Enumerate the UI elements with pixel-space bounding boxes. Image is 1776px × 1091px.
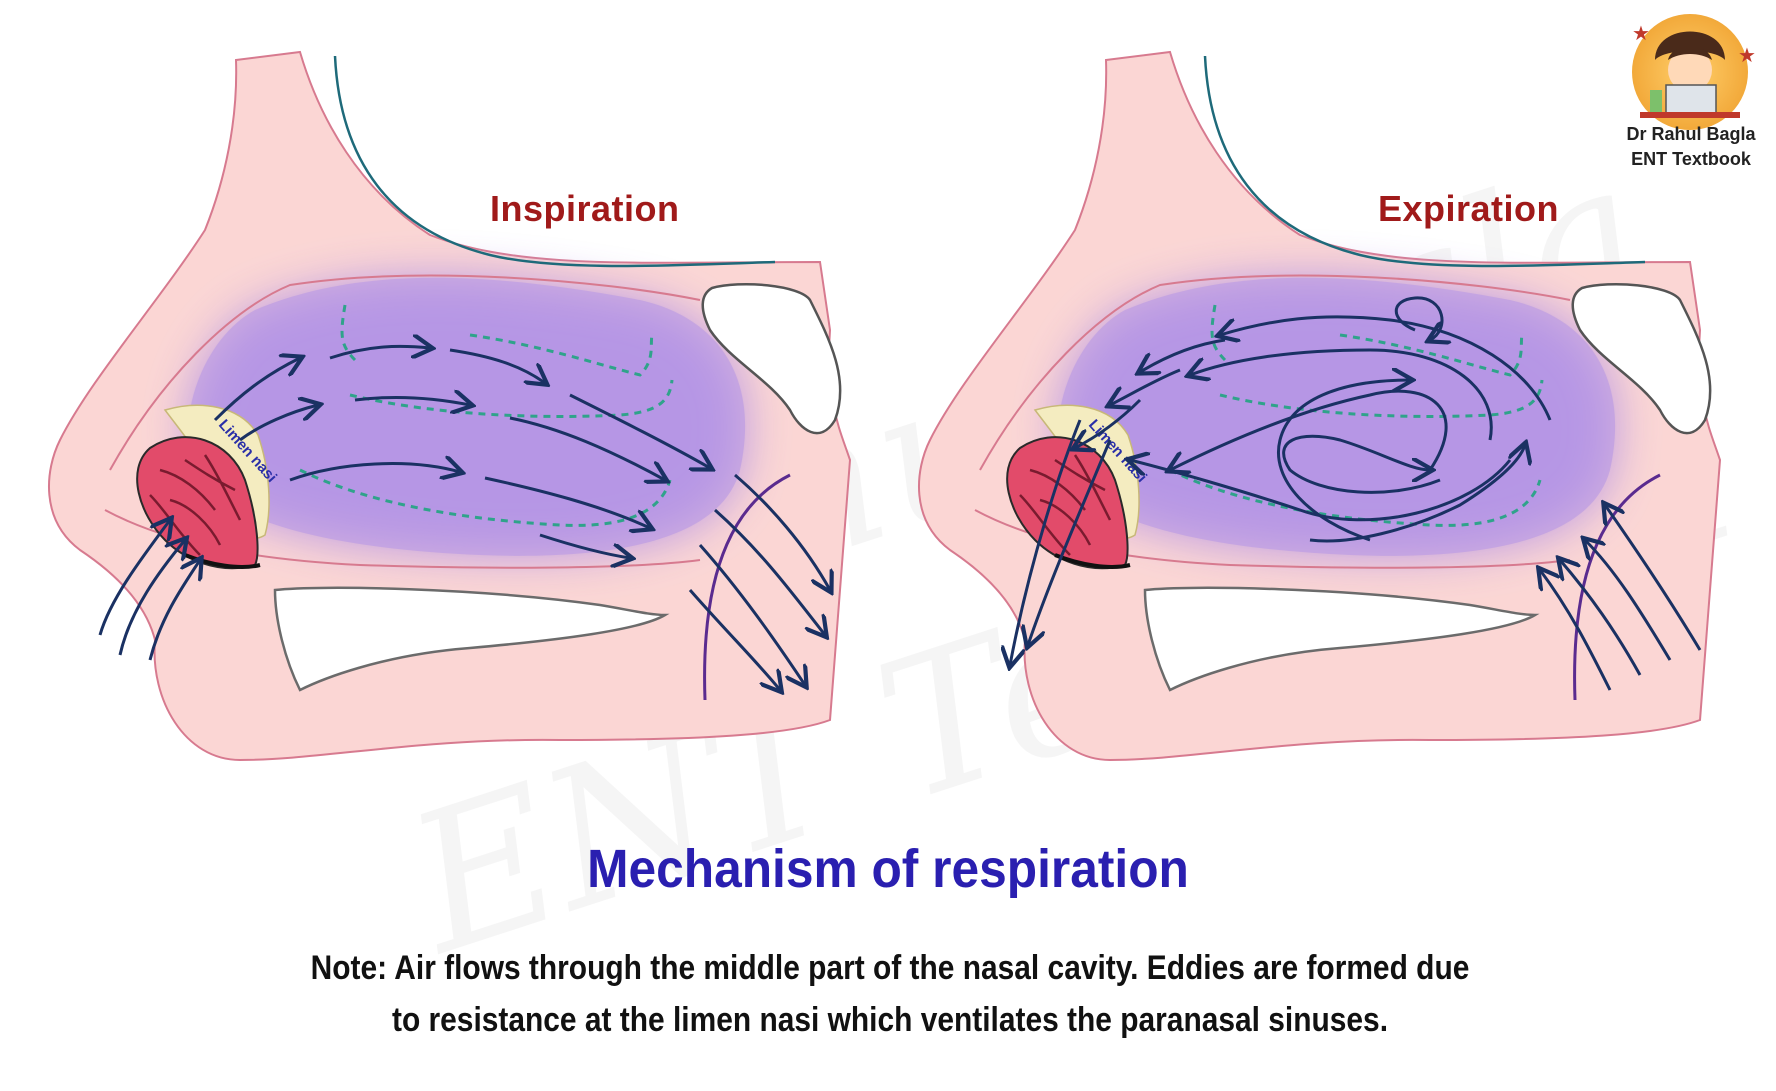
main-title: Mechanism of respiration	[587, 839, 1189, 899]
incoming-air-arrow	[1560, 560, 1642, 676]
note-text: Note: Air flows through the middle part …	[309, 942, 1471, 1046]
skull-line	[1203, 55, 1646, 268]
outgoing-air-arrow	[714, 508, 825, 635]
sphenoid-sinus	[701, 283, 842, 435]
incoming-air-arrow	[98, 520, 170, 636]
outgoing-air-arrow	[688, 589, 780, 690]
airflow-arrow	[354, 398, 470, 405]
outgoing-air-arrow	[1140, 338, 1226, 372]
outgoing-air-arrow	[1075, 398, 1142, 448]
incoming-air-arrow	[1605, 505, 1702, 651]
airflow-arrow	[569, 393, 710, 468]
outgoing-air-arrow	[698, 544, 805, 685]
airflow-arrow	[509, 416, 665, 480]
inspiration-title: Inspiration	[490, 188, 680, 229]
eddy-arrow	[1309, 445, 1525, 543]
airflow-arrow	[484, 476, 650, 528]
eddy-arrow	[1394, 296, 1442, 340]
incoming-air-arrow	[148, 560, 200, 661]
sphenoid-sinus	[1571, 283, 1712, 435]
expiration-title: Expiration	[1378, 188, 1560, 229]
svg-text:★: ★	[1632, 21, 1650, 45]
hard-palate	[1143, 586, 1540, 692]
brand-caption: Dr Rahul Bagla ENT Textbook	[1616, 122, 1766, 172]
airflow-arrow	[289, 464, 460, 482]
outgoing-air-arrow	[1110, 368, 1181, 405]
airflow-arrow	[449, 348, 545, 383]
airflow-arrow	[539, 533, 630, 558]
eddy-arrow	[1277, 380, 1410, 542]
skull-line	[333, 55, 776, 268]
outgoing-air-arrow	[1028, 439, 1112, 645]
airflow-arrow	[329, 346, 430, 358]
incoming-air-arrow	[1540, 570, 1612, 691]
outgoing-air-arrow	[734, 473, 830, 590]
airflow-arrow	[239, 405, 318, 442]
hard-palate	[273, 586, 670, 692]
incoming-air-arrow	[1585, 540, 1672, 661]
eddy-arrow	[1282, 434, 1441, 494]
brand-logo: ★ ★	[1632, 14, 1756, 130]
svg-text:★: ★	[1738, 43, 1756, 67]
inspiration-arrows	[98, 346, 830, 690]
expiration-panel: Limen nasi	[917, 50, 1722, 762]
eddy-arrow	[1130, 460, 1512, 522]
note-line-1: Note: Air flows through the middle part …	[310, 949, 1470, 987]
incoming-air-arrow	[118, 540, 185, 656]
brand-line-1: Dr Rahul Bagla	[1626, 124, 1756, 144]
airflow-arrow	[213, 358, 300, 422]
eddy-arrow	[1190, 348, 1493, 441]
eddy-arrow	[1170, 389, 1448, 470]
eddy-arrow	[1220, 315, 1552, 421]
inspiration-panel: Limen nasi	[47, 50, 852, 762]
brand-line-2: ENT Textbook	[1631, 149, 1751, 169]
note-line-2: to resistance at the limen nasi which ve…	[391, 1001, 1389, 1039]
expiration-arrows	[1010, 296, 1702, 691]
nasopharynx-line	[703, 473, 791, 701]
turbinates-dashed	[1169, 304, 1544, 527]
